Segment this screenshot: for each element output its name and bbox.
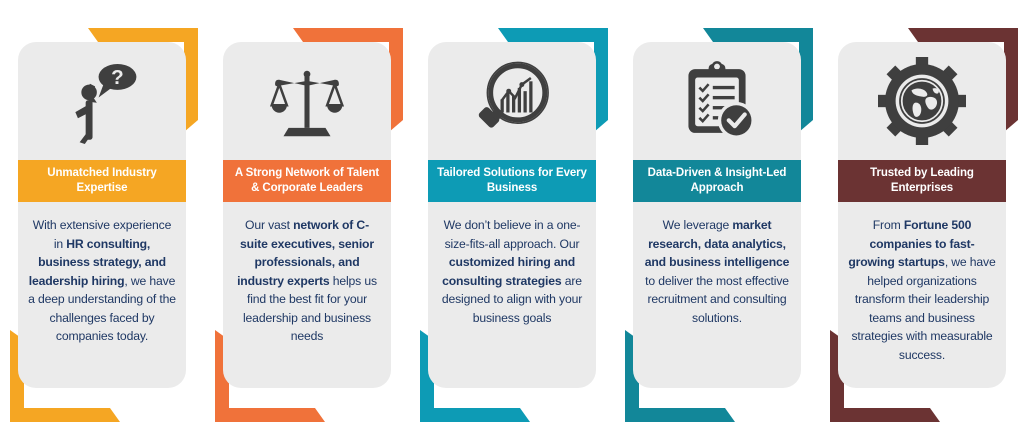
card-panel: Data-Driven & Insight-Led Approach We lev… bbox=[633, 42, 801, 388]
card-body-text: From Fortune 500 companies to fast-growi… bbox=[847, 216, 997, 364]
card-body-area: Our vast network of C-suite executives, … bbox=[223, 202, 391, 346]
card-body-run: We leverage bbox=[662, 218, 733, 232]
card-title-bar: Unmatched Industry Expertise bbox=[18, 160, 186, 202]
card-title: Trusted by Leading Enterprises bbox=[870, 167, 974, 194]
card-icon-area bbox=[633, 42, 801, 160]
benefit-card[interactable]: Tailored Solutions for Every Business We … bbox=[410, 0, 615, 423]
card-icon-area: ? bbox=[18, 42, 186, 160]
card-title-bar: Trusted by Leading Enterprises bbox=[838, 160, 1006, 202]
card-body-run: to deliver the most effective recruitmen… bbox=[645, 273, 789, 325]
benefit-card[interactable]: A Strong Network of Talent & Corporate L… bbox=[205, 0, 410, 423]
card-body-run: From bbox=[872, 218, 904, 232]
card-panel: Tailored Solutions for Every Business We … bbox=[428, 42, 596, 388]
card-icon-area bbox=[223, 42, 391, 160]
magnifier-chart-icon bbox=[471, 60, 553, 142]
card-body-emphasis: market research, data analytics, and bus… bbox=[644, 218, 790, 269]
card-body-text: Our vast network of C-suite executives, … bbox=[232, 216, 382, 346]
corner-bracket-top-right bbox=[293, 28, 403, 132]
card-title-bar: Tailored Solutions for Every Business bbox=[428, 160, 596, 202]
corner-bracket-top-right bbox=[908, 28, 1018, 132]
scales-balance-icon bbox=[265, 59, 349, 143]
person-question-icon: ? bbox=[59, 58, 145, 144]
clipboard-check-icon bbox=[675, 59, 759, 143]
card-body-run: With extensive experience in bbox=[32, 218, 172, 251]
card-body-run: , we have a deep understanding of the ch… bbox=[28, 273, 176, 344]
card-body-text: We leverage market research, data analyt… bbox=[642, 216, 792, 327]
card-body-area: We don’t believe in a one-size-fits-all … bbox=[428, 202, 596, 327]
card-body-emphasis: network of C-suite executives, senior pr… bbox=[237, 218, 374, 288]
card-body-emphasis: Fortune 500 companies to fast-growing st… bbox=[848, 218, 975, 269]
card-title: Data-Driven & Insight-Led Approach bbox=[647, 167, 787, 194]
corner-bracket-top-right bbox=[703, 28, 813, 132]
card-body-text: We don’t believe in a one-size-fits-all … bbox=[437, 216, 587, 327]
card-body-area: From Fortune 500 companies to fast-growi… bbox=[838, 202, 1006, 364]
card-body-run: Our vast bbox=[244, 218, 294, 232]
card-body-emphasis: customized hiring and consulting strateg… bbox=[442, 255, 576, 288]
card-body-run: helps us find the best fit for your lead… bbox=[243, 273, 377, 344]
card-body-emphasis: HR consulting, business strategy, and le… bbox=[28, 236, 166, 288]
card-body-run: are designed to align with your business… bbox=[441, 273, 583, 325]
card-body-run: We don’t believe in a one-size-fits-all … bbox=[443, 218, 581, 251]
card-body-area: With extensive experience in HR consulti… bbox=[18, 202, 186, 346]
card-title: Unmatched Industry Expertise bbox=[47, 167, 157, 194]
card-body-run: , we have helped organizations transform… bbox=[851, 255, 996, 362]
svg-text:?: ? bbox=[111, 66, 124, 89]
card-title-bar: Data-Driven & Insight-Led Approach bbox=[633, 160, 801, 202]
card-icon-area bbox=[428, 42, 596, 160]
gear-globe-icon bbox=[878, 57, 966, 145]
corner-bracket-top-right bbox=[88, 28, 198, 132]
corner-bracket-top-right bbox=[498, 28, 608, 132]
card-icon-area bbox=[838, 42, 1006, 160]
card-body-area: We leverage market research, data analyt… bbox=[633, 202, 801, 327]
card-title: A Strong Network of Talent & Corporate L… bbox=[234, 167, 380, 194]
card-body-text: With extensive experience in HR consulti… bbox=[27, 216, 177, 346]
card-title: Tailored Solutions for Every Business bbox=[437, 167, 587, 194]
card-panel: A Strong Network of Talent & Corporate L… bbox=[223, 42, 391, 388]
card-title-bar: A Strong Network of Talent & Corporate L… bbox=[223, 160, 391, 202]
benefit-card[interactable]: Data-Driven & Insight-Led Approach We lev… bbox=[615, 0, 820, 423]
